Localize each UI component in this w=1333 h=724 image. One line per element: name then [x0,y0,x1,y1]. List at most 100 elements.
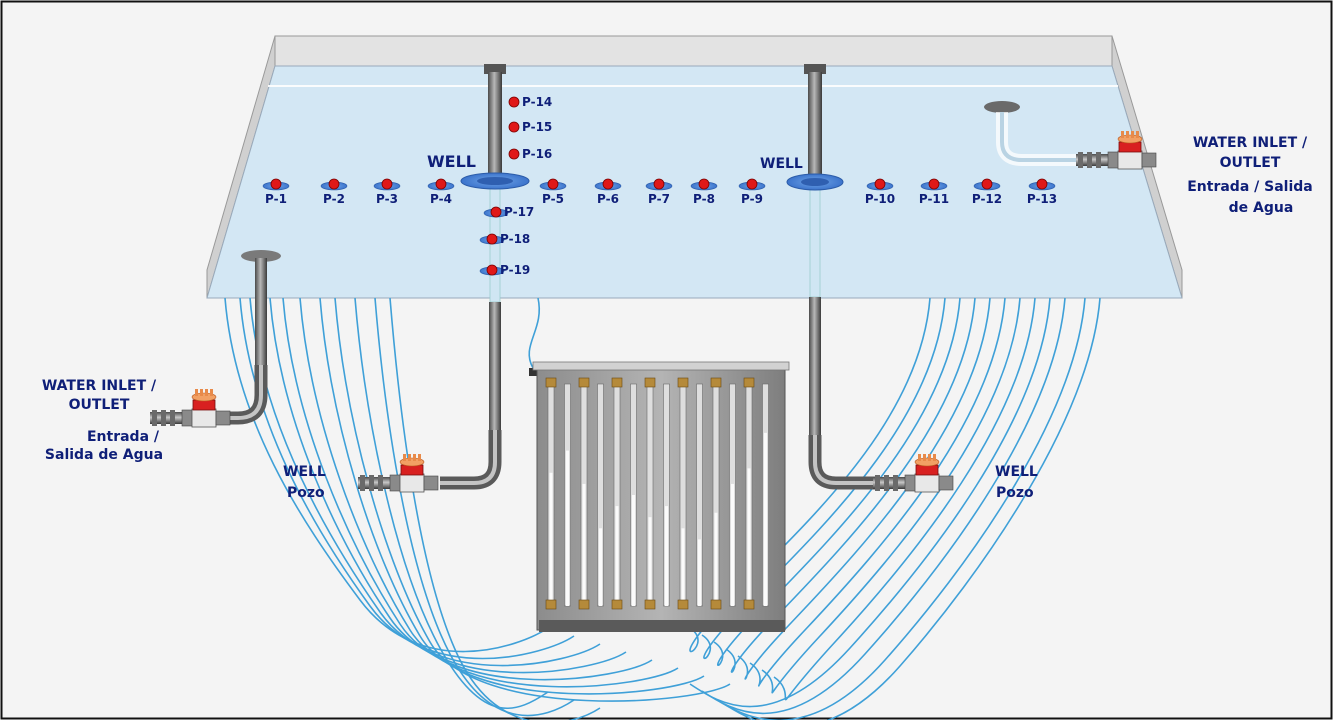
point-label: P-14 [522,95,552,109]
piezometer-tube [761,297,1021,694]
measurement-point: P-16 [508,147,552,161]
panel-tap [529,368,541,376]
left-well-valve[interactable] [358,454,439,493]
point-label: P-10 [865,192,895,206]
manometer-level [698,539,701,606]
piezometer-tube [319,297,705,695]
manometer-level [648,517,652,606]
point-label: P-3 [376,192,398,206]
piezometer-tube [713,297,1086,722]
manometer-top-fitting [710,377,722,388]
tank-water [206,65,1183,299]
panel-feed-tube [528,297,541,369]
piezometer-tube [249,297,601,667]
label-inlet-left-4: Salida de Agua [45,447,163,463]
measurement-point: P-9 [738,178,766,206]
point-label: P-17 [504,205,534,219]
right-well-pipe [786,64,880,490]
label-well-left-bottom-2: Pozo [287,485,325,501]
left-inlet-cap [241,250,281,262]
valve-handle [1118,141,1142,153]
label-inlet-left-3: Entrada / [87,429,160,445]
manometer-bottom-fitting [743,599,755,610]
label-inlet-right-4: de Agua [1229,200,1294,216]
piezometer-tube [299,297,679,688]
measurement-point: P-1 [262,178,290,206]
measurement-point: P-19 [479,263,530,277]
label-well-right-bottom-1: WELL [995,464,1038,480]
piezometer-tube [737,297,991,680]
manometer-level [549,472,553,606]
manometer-bottom-fitting [545,599,557,610]
measurement-point: P-4 [427,178,455,206]
measurement-point: P-15 [508,120,552,134]
valve-handle [192,399,216,411]
label-inlet-left-1: WATER INLET / [42,378,157,394]
piezometer-tube [282,297,653,681]
right-well-valve[interactable] [873,454,954,493]
manometer-level [632,495,635,606]
point-label: P-8 [693,192,715,206]
piezometer-tube [701,297,1066,715]
right-inlet-cap [984,101,1020,113]
measurement-point: P-5 [539,178,567,206]
point-label: P-9 [741,192,763,206]
point-label: P-11 [919,192,949,206]
right-inlet-valve[interactable] [1076,131,1157,170]
measurement-point: P-18 [479,232,530,246]
manometer-panel [529,361,790,632]
label-inlet-right-3: Entrada / Salida [1187,179,1313,195]
manometer-bottom-fitting [677,599,689,610]
manometer-level [566,450,569,606]
manometer-top-fitting [743,377,755,388]
label-well-left-bottom-1: WELL [283,464,326,480]
point-label: P-13 [1027,192,1057,206]
piezometer-tube [374,297,575,717]
piezometer-tube [773,297,1036,701]
valve-body [191,408,217,428]
left-well-cap [484,64,506,74]
valve-handle [400,464,424,476]
valve-body [1117,150,1143,170]
measurement-point: P-7 [645,178,673,206]
measurement-point: P-12 [972,178,1002,206]
piezometer-tube [269,297,627,674]
point-label: P-16 [522,147,552,161]
point-label: P-6 [597,192,619,206]
manometer-top-fitting [644,377,656,388]
piezometer-tube [725,297,976,673]
measurement-point: P-2 [320,178,348,206]
label-well-right-top: WELL [760,156,803,172]
valve-body [399,473,425,493]
point-label: P-19 [500,263,530,277]
point-label: P-2 [323,192,345,206]
manometer-level [764,432,767,606]
label-well-right-bottom-2: Pozo [996,485,1034,501]
manometer-top-fitting [545,377,557,388]
right-well-cap [804,64,826,74]
manometer-top-fitting [611,377,623,388]
measurement-point: P-17 [483,205,534,219]
label-inlet-left-2: OUTLET [69,397,130,413]
label-inlet-right-2: OUTLET [1220,155,1281,171]
manometer-level [599,528,602,606]
piezometer-tube [354,297,549,709]
manometer-level [681,528,685,606]
point-label: P-15 [522,120,552,134]
manometer-level [665,506,668,606]
left-inlet-valve[interactable] [150,389,231,428]
label-inlet-right-1: WATER INLET / [1193,135,1308,151]
label-well-left-top: WELL [427,152,476,171]
valve-handle [915,464,939,476]
manometer-level [615,506,619,606]
right-inlet-standpipe [984,101,1098,166]
piezometer-tube [749,297,1006,687]
valves [150,131,1157,493]
measurement-point: P-8 [690,178,718,206]
manometer-bottom-fitting [578,599,590,610]
measurement-point: P-11 [919,178,949,206]
measurement-point: P-13 [1027,178,1057,206]
